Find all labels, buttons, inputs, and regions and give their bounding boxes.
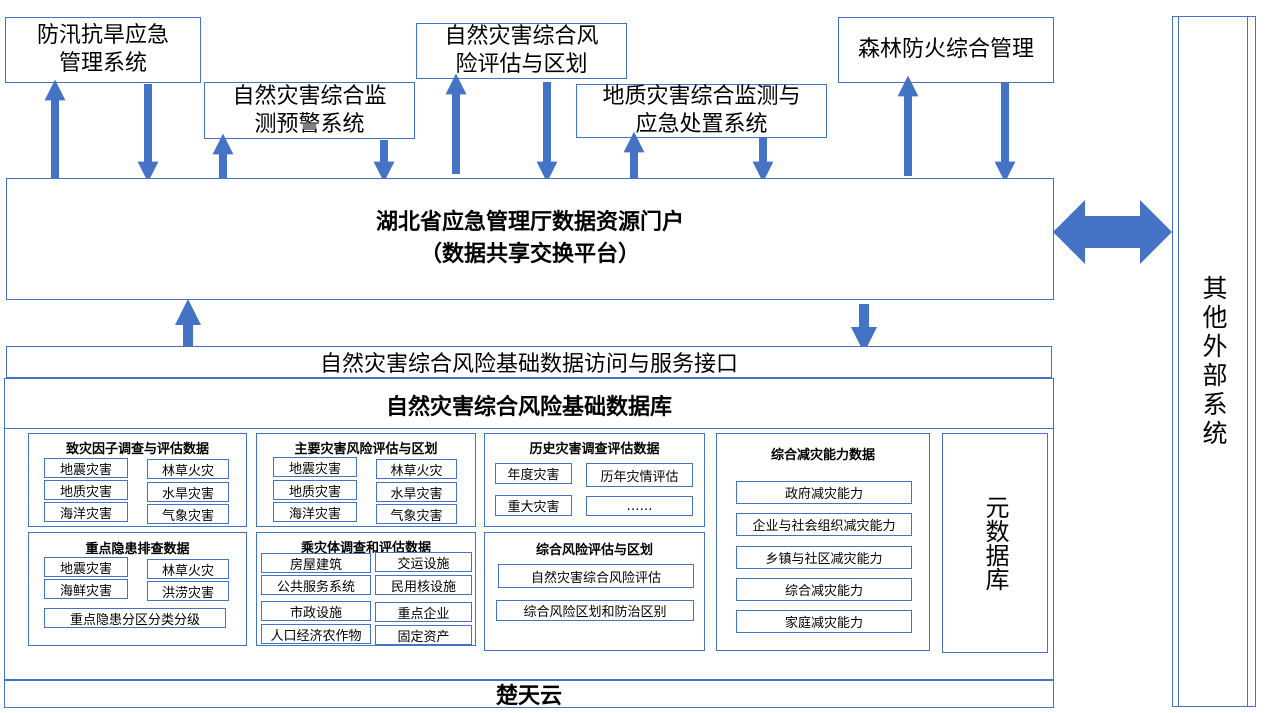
item-cell: 综合风险区划和防治区别 — [496, 600, 694, 621]
item-cell: 固定资产 — [375, 625, 472, 645]
system-flood-drought: 防汛抗旱应急 管理系统 — [5, 17, 201, 83]
panel-exposure: 乘灾体调查和评估数据 房屋建筑 交运设施 公共服务系统 民用核设施 市政设施 重… — [256, 532, 476, 646]
external-systems: 其他外部系统 — [1178, 16, 1248, 707]
item-cell: 气象灾害 — [376, 504, 457, 524]
panel-history: 历史灾害调查评估数据 年度灾害 历年灾情评估 重大灾害 …… — [484, 433, 705, 527]
item-cell: 企业与社会组织减灾能力 — [736, 513, 912, 536]
item-cell: 政府减灾能力 — [736, 481, 912, 504]
database-title-label: 自然灾害综合风险基础数据库 — [385, 395, 672, 420]
service-interface: 自然灾害综合风险基础数据访问与服务接口 — [6, 346, 1052, 378]
item-cell: 房屋建筑 — [261, 553, 371, 573]
system-geohazard-label: 地质灾害综合监测与 应急处置系统 — [602, 84, 801, 137]
item-cell: 水旱灾害 — [147, 482, 229, 502]
system-geohazard: 地质灾害综合监测与 应急处置系统 — [576, 84, 827, 138]
double-arrow-icon — [1053, 200, 1172, 264]
item-cell: 海鲜灾害 — [44, 579, 128, 599]
item-cell: 洪涝灾害 — [147, 581, 229, 601]
service-interface-label: 自然灾害综合风险基础数据访问与服务接口 — [319, 352, 738, 377]
item-cell: 综合减灾能力 — [736, 578, 912, 601]
item-cell: 林草火灾 — [376, 459, 457, 479]
item-cell: 气象灾害 — [147, 504, 229, 524]
system-forest-fire-label: 森林防火综合管理 — [857, 37, 1034, 62]
item-cell: 自然灾害综合风险评估 — [498, 564, 694, 588]
item-cell: 人口经济农作物 — [261, 624, 371, 644]
item-cell: 地质灾害 — [44, 480, 128, 500]
panel-comprehensive-risk: 综合风险评估与区划 自然灾害综合风险评估 综合风险区划和防治区别 — [484, 532, 705, 651]
item-cell: 海洋灾害 — [273, 502, 357, 522]
chutian-cloud: 楚天云 — [4, 680, 1054, 709]
item-cell: 重大灾害 — [495, 495, 572, 516]
metadata-label: 元数据库 — [981, 495, 1009, 591]
panel-title: 历史灾害调查评估数据 — [529, 442, 660, 457]
panel-risk-evaluation: 主要灾害风险评估与区划 地震灾害 林草火灾 地质灾害 水旱灾害 海洋灾害 气象灾… — [256, 433, 476, 527]
item-cell: 年度灾害 — [495, 463, 572, 484]
panel-title: 主要灾害风险评估与区划 — [294, 442, 438, 457]
portal-subtitle: （数据共享交换平台） — [419, 242, 640, 267]
panel-metadata: 元数据库 — [942, 433, 1048, 653]
panel-title: 致灾因子调查与评估数据 — [65, 442, 209, 457]
item-cell: 重点企业 — [375, 602, 472, 622]
item-cell: 地质灾害 — [273, 480, 357, 500]
panel-title: 综合减灾能力数据 — [770, 448, 875, 463]
item-cell: 历年灾情评估 — [586, 463, 693, 487]
item-cell: 公共服务系统 — [261, 575, 371, 595]
item-cell: 林草火灾 — [147, 559, 229, 579]
item-cell: 地震灾害 — [44, 557, 128, 577]
chutian-cloud-label: 楚天云 — [495, 684, 562, 709]
item-cell: 乡镇与社区减灾能力 — [736, 546, 912, 569]
item-cell: 地震灾害 — [273, 457, 357, 477]
system-monitoring-warning: 自然灾害综合监 测预警系统 — [204, 82, 415, 139]
external-systems-label: 其他外部系统 — [1199, 274, 1228, 449]
system-risk-zoning-label: 自然灾害综合风 险评估与区划 — [444, 24, 599, 77]
panel-hazard-check: 重点隐患排查数据 地震灾害 林草火灾 海鲜灾害 洪涝灾害 重点隐患分区分类分级 — [28, 532, 247, 646]
system-risk-zoning: 自然灾害综合风 险评估与区划 — [416, 23, 627, 79]
item-cell: 水旱灾害 — [376, 482, 457, 502]
item-cell: 家庭减灾能力 — [736, 610, 912, 633]
item-cell: 交运设施 — [375, 552, 472, 572]
panel-hazard-factor: 致灾因子调查与评估数据 地震灾害 林草火灾 地质灾害 水旱灾害 海洋灾害 气象灾… — [28, 433, 247, 527]
item-cell: …… — [586, 496, 693, 516]
system-flood-drought-label: 防汛抗旱应急 管理系统 — [36, 23, 169, 76]
item-cell: 林草火灾 — [147, 459, 229, 479]
item-cell: 海洋灾害 — [44, 502, 128, 522]
item-cell: 重点隐患分区分类分级 — [44, 608, 226, 628]
data-portal: 湖北省应急管理厅数据资源门户 （数据共享交换平台） — [6, 178, 1054, 300]
portal-title: 湖北省应急管理厅数据资源门户 — [375, 210, 684, 235]
item-cell: 市政设施 — [261, 601, 371, 621]
panel-title: 综合风险评估与区划 — [535, 543, 653, 558]
system-monitoring-warning-label: 自然灾害综合监 测预警系统 — [232, 83, 387, 137]
system-forest-fire: 森林防火综合管理 — [838, 17, 1054, 83]
database-divider — [4, 428, 1054, 429]
item-cell: 民用核设施 — [375, 575, 472, 595]
panel-title: 重点隐患排查数据 — [85, 542, 190, 557]
database-title: 自然灾害综合风险基础数据库 — [4, 384, 1054, 426]
item-cell: 地震灾害 — [44, 458, 128, 478]
panel-capacity: 综合减灾能力数据 政府减灾能力 企业与社会组织减灾能力 乡镇与社区减灾能力 综合… — [716, 433, 930, 651]
